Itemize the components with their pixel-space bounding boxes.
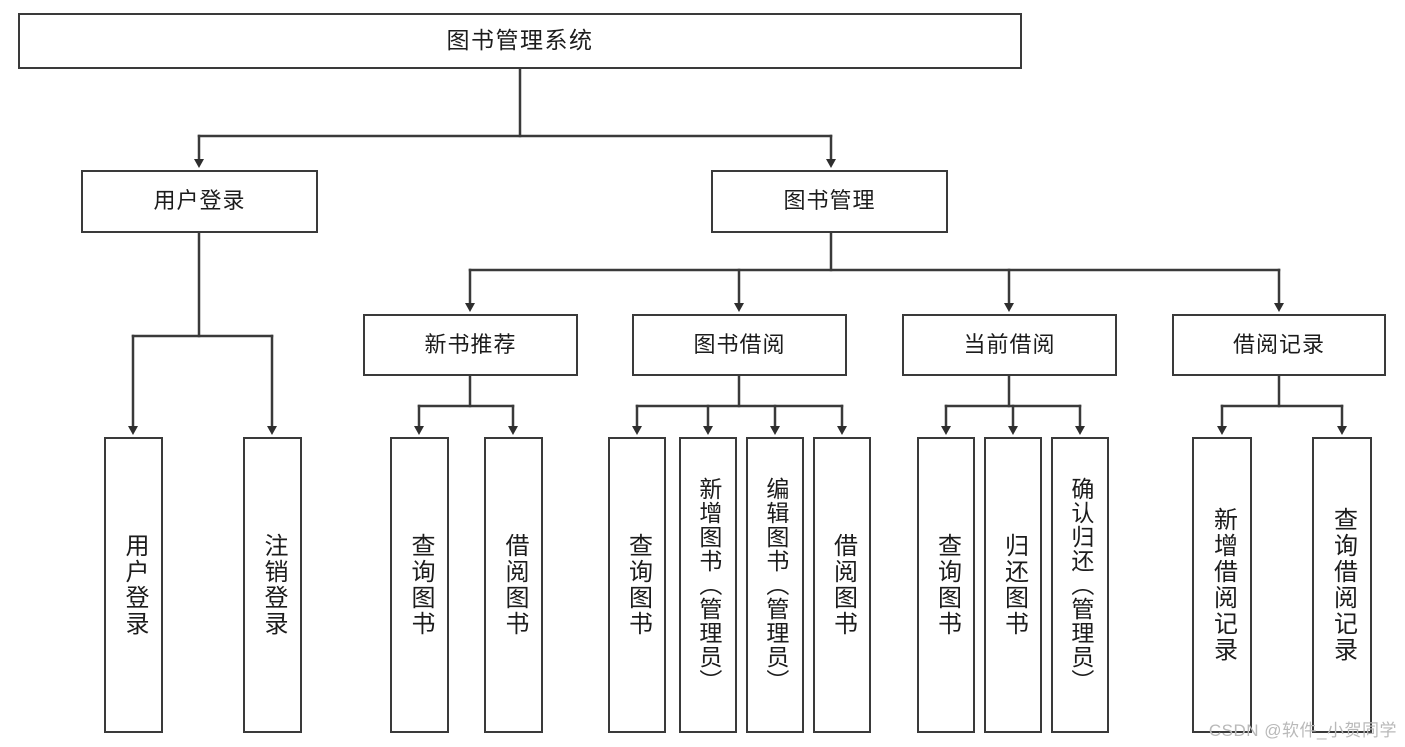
node-book-borrowing[interactable]: 图书借阅 xyxy=(632,314,847,376)
node-leaf-confirm-return-admin-label: 确认归还（管理员） xyxy=(1067,477,1094,693)
node-user-login-label: 用户登录 xyxy=(153,188,246,214)
node-new-book-recommendation-label: 新书推荐 xyxy=(424,331,517,357)
node-borrow-records-label: 借阅记录 xyxy=(1232,331,1325,357)
node-leaf-query-book-current-label: 查询图书 xyxy=(933,533,961,637)
node-leaf-borrow-book-label: 借阅图书 xyxy=(829,533,857,637)
node-leaf-borrow-book[interactable]: 借阅图书 xyxy=(813,437,871,733)
node-borrow-records[interactable]: 借阅记录 xyxy=(1172,314,1386,376)
node-leaf-logout[interactable]: 注销登录 xyxy=(243,437,302,733)
node-leaf-query-book-rec[interactable]: 查询图书 xyxy=(390,437,449,733)
node-leaf-query-book-rec-label: 查询图书 xyxy=(406,533,434,637)
node-leaf-add-book-admin-label: 新增图书（管理员） xyxy=(695,477,722,693)
node-leaf-query-book-current[interactable]: 查询图书 xyxy=(917,437,975,733)
node-new-book-recommendation[interactable]: 新书推荐 xyxy=(363,314,578,376)
node-leaf-return-book[interactable]: 归还图书 xyxy=(984,437,1042,733)
node-leaf-add-book-admin[interactable]: 新增图书（管理员） xyxy=(679,437,737,733)
node-leaf-logout-label: 注销登录 xyxy=(259,533,287,637)
node-leaf-edit-book-admin-label: 编辑图书（管理员） xyxy=(762,477,789,693)
node-leaf-query-borrow-record[interactable]: 查询借阅记录 xyxy=(1312,437,1372,733)
node-book-management-label: 图书管理 xyxy=(783,188,876,214)
node-current-borrowing[interactable]: 当前借阅 xyxy=(902,314,1117,376)
node-leaf-add-borrow-record[interactable]: 新增借阅记录 xyxy=(1192,437,1252,733)
watermark: CSDN @软件_小贺同学 xyxy=(1208,721,1397,740)
node-leaf-user-login[interactable]: 用户登录 xyxy=(104,437,163,733)
node-leaf-borrow-book-rec[interactable]: 借阅图书 xyxy=(484,437,543,733)
node-leaf-add-borrow-record-label: 新增借阅记录 xyxy=(1209,507,1237,663)
node-user-login[interactable]: 用户登录 xyxy=(81,170,318,233)
node-book-management[interactable]: 图书管理 xyxy=(711,170,948,233)
node-leaf-user-login-label: 用户登录 xyxy=(120,533,148,637)
node-root-label: 图书管理系统 xyxy=(446,27,594,54)
node-leaf-return-book-label: 归还图书 xyxy=(1000,533,1028,637)
node-leaf-query-borrow-record-label: 查询借阅记录 xyxy=(1329,507,1357,663)
node-book-borrowing-label: 图书借阅 xyxy=(693,331,786,357)
node-leaf-query-book-borrow-label: 查询图书 xyxy=(624,533,652,637)
node-current-borrowing-label: 当前借阅 xyxy=(963,331,1056,357)
node-leaf-edit-book-admin[interactable]: 编辑图书（管理员） xyxy=(746,437,804,733)
node-leaf-query-book-borrow[interactable]: 查询图书 xyxy=(608,437,666,733)
node-leaf-borrow-book-rec-label: 借阅图书 xyxy=(500,533,528,637)
node-root[interactable]: 图书管理系统 xyxy=(18,13,1022,69)
node-leaf-confirm-return-admin[interactable]: 确认归还（管理员） xyxy=(1051,437,1109,733)
